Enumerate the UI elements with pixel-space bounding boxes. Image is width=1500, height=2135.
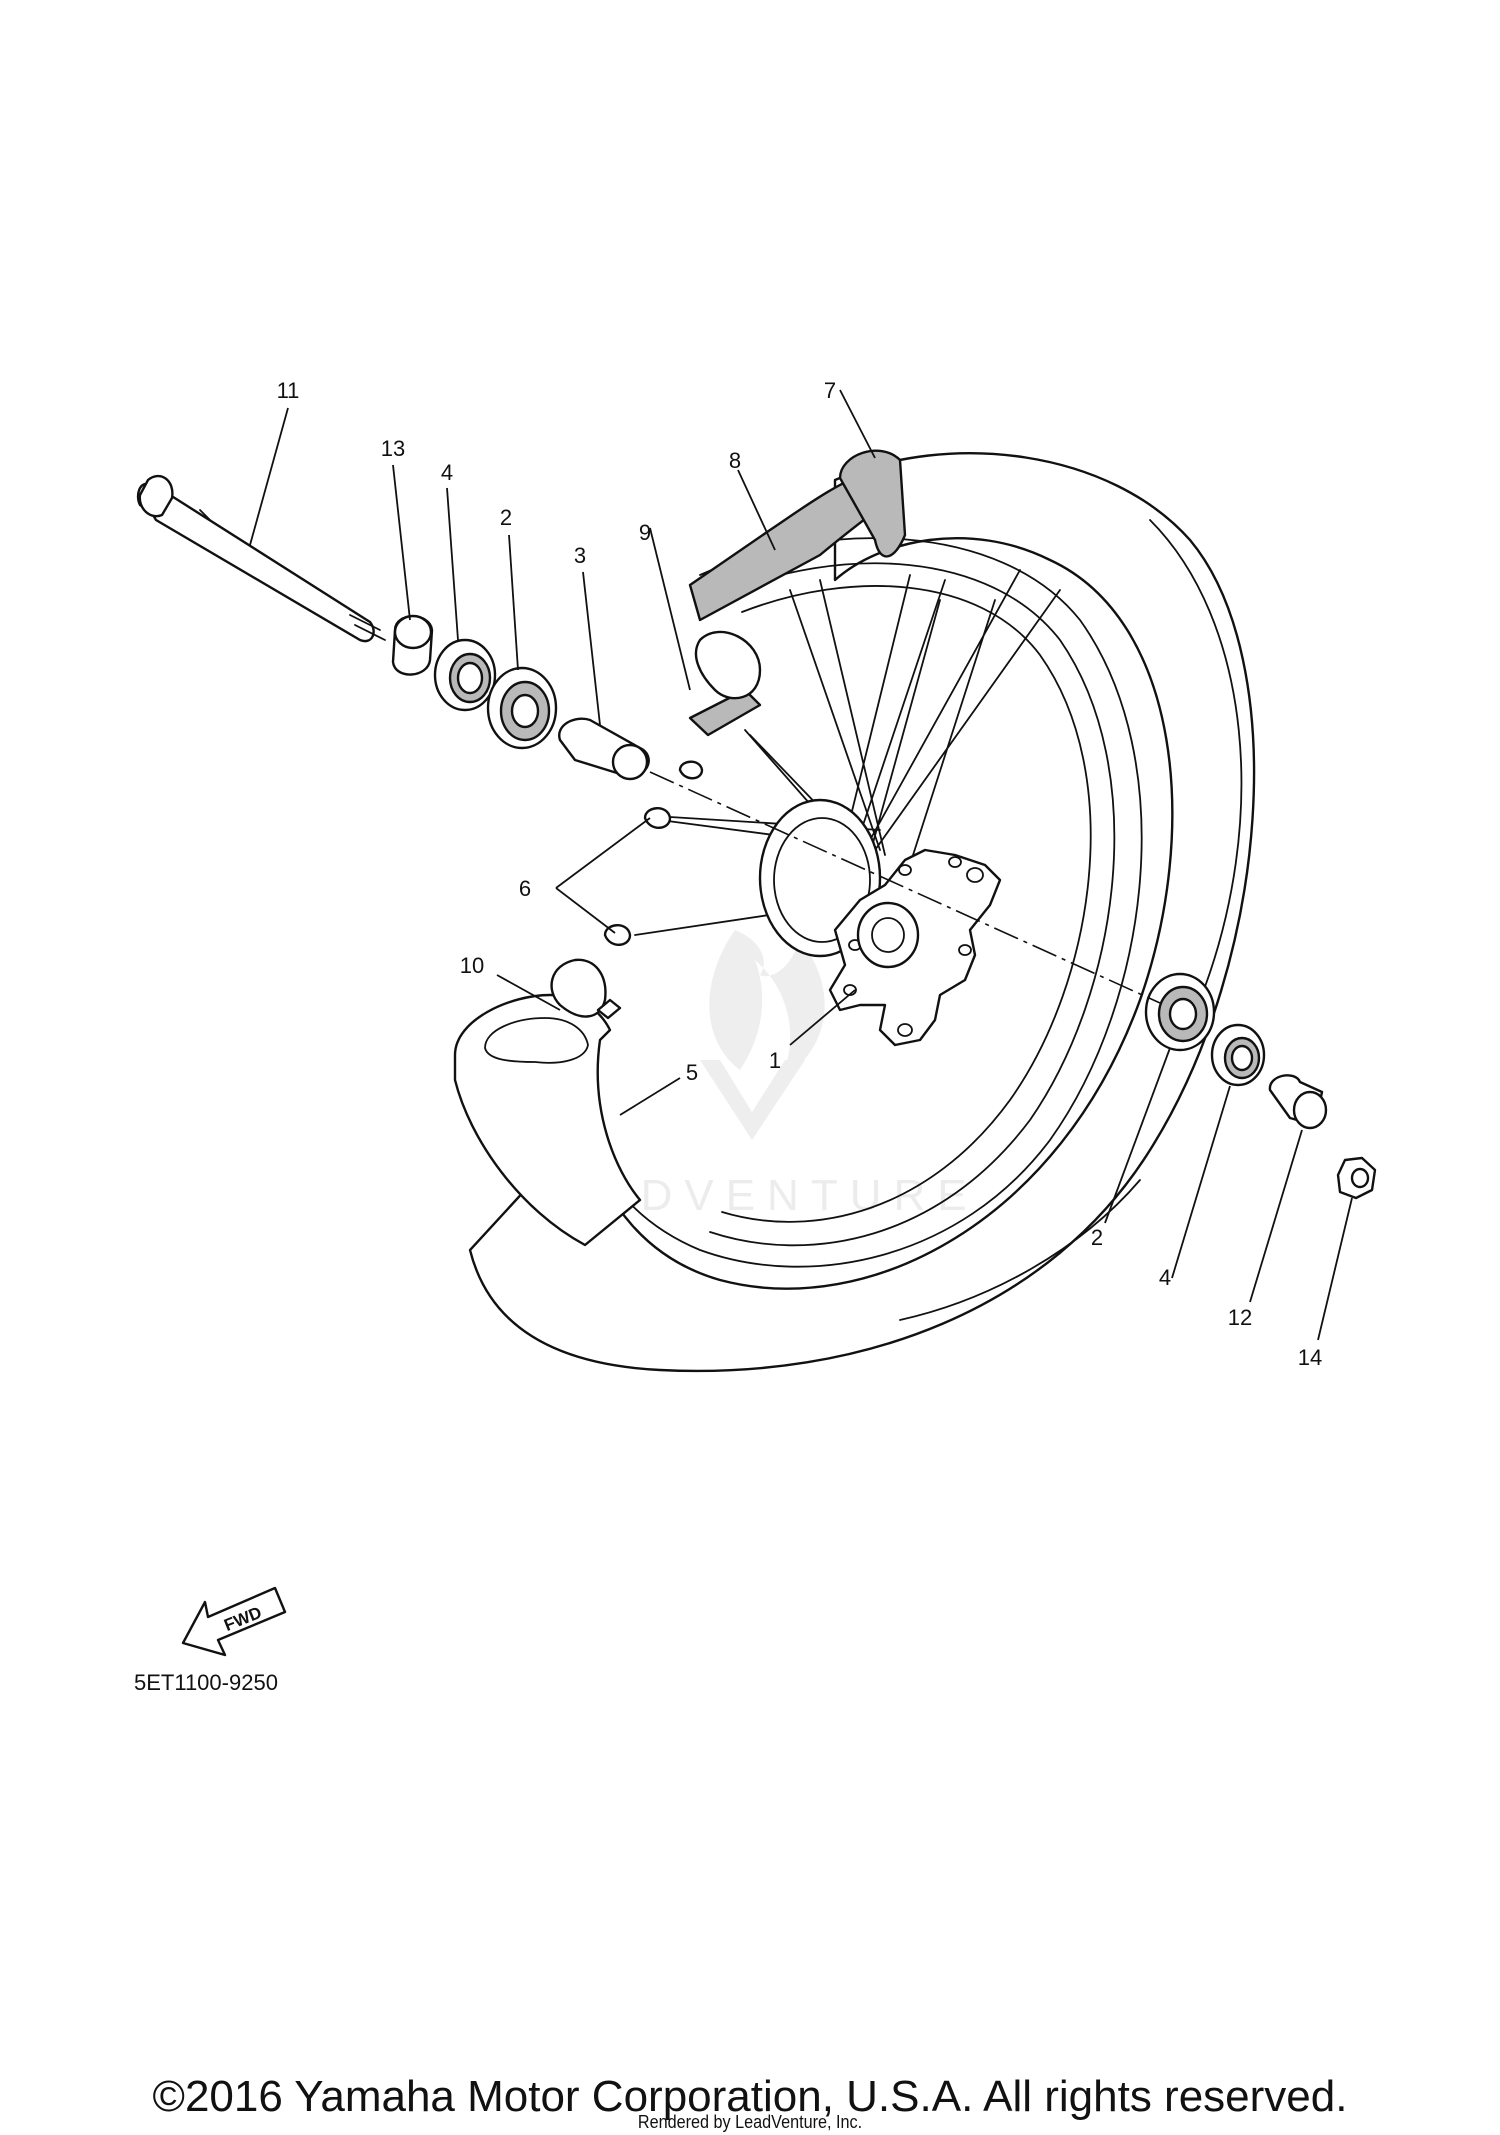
rim [589, 537, 1143, 1268]
callout-1: 1 [769, 1048, 781, 1073]
callout-2-right: 2 [1091, 1225, 1103, 1250]
tire [468, 452, 1256, 1373]
rim-band [688, 449, 907, 622]
callout-3: 3 [574, 543, 586, 568]
axle-spacer-left [391, 614, 434, 676]
watermark-logo [700, 930, 825, 1140]
axle-collar-right [1268, 1074, 1328, 1130]
callout-10: 10 [460, 953, 484, 978]
callout-14: 14 [1298, 1345, 1322, 1370]
hub-collar [558, 717, 650, 781]
spokes [634, 569, 1061, 936]
bearing-right [1144, 972, 1216, 1052]
callout-5: 5 [686, 1060, 698, 1085]
oil-seal-left [433, 638, 497, 712]
callout-2-left: 2 [500, 505, 512, 530]
callout-6: 6 [519, 876, 531, 901]
callout-7: 7 [824, 378, 836, 403]
valve-cap [550, 958, 622, 1020]
disc-bolts [603, 760, 704, 946]
callout-4-right: 4 [1159, 1265, 1171, 1290]
callout-12: 12 [1228, 1305, 1252, 1330]
copyright-notice: ©2016 Yamaha Motor Corporation, U.S.A. A… [152, 2072, 1348, 2121]
rim-lock [688, 630, 762, 737]
callout-13: 13 [381, 436, 405, 461]
leader-lines [249, 389, 1353, 1341]
front-axle [136, 474, 386, 643]
bearing-left [486, 666, 558, 750]
rendered-by-credit: Rendered by LeadVenture, Inc. [637, 2112, 863, 2132]
axle-nut [1336, 1156, 1377, 1200]
callout-8: 8 [729, 448, 741, 473]
axle-centerline [649, 771, 1161, 1004]
callout-11: 11 [277, 378, 300, 403]
callout-4-left: 4 [441, 460, 453, 485]
oil-seal-right [1210, 1023, 1266, 1087]
callout-9: 9 [639, 520, 651, 545]
catalog-code: 5ET1100-9250 [134, 1670, 278, 1695]
inner-tube [453, 993, 642, 1247]
wheel-hub [758, 798, 1002, 1047]
forward-direction-arrow-icon: FWD [181, 1586, 287, 1657]
